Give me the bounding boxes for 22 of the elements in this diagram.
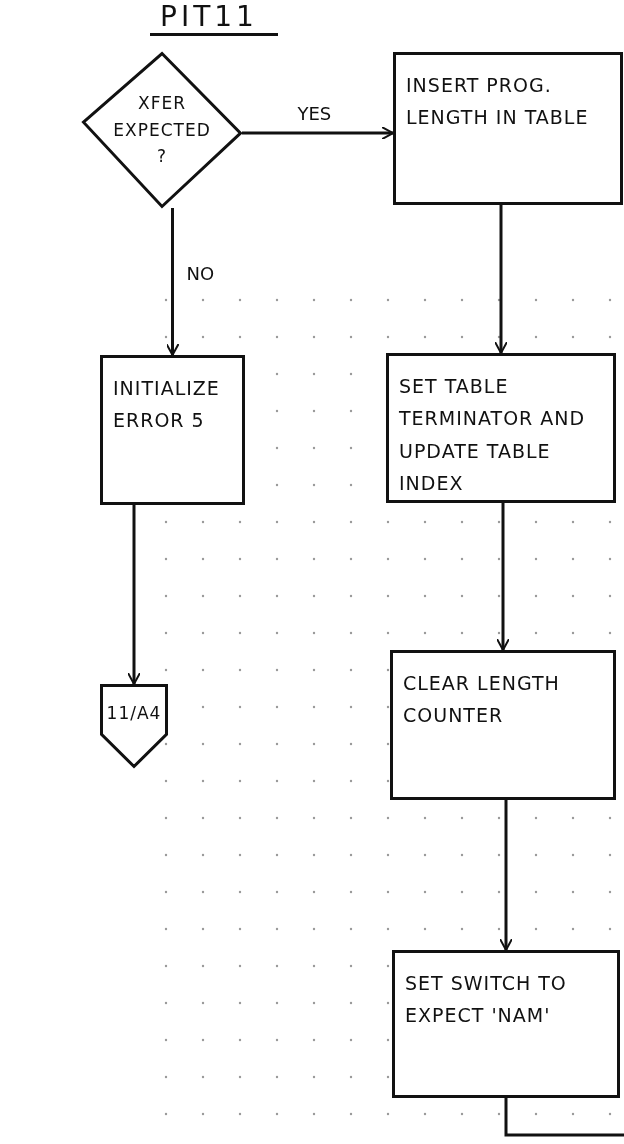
step-text: SET SWITCH TO EXPECT 'NAM' [405,971,568,1029]
step-text: SET TABLE TERMINATOR AND UPDATE TABLE INDEX [399,374,587,496]
arrow [499,800,513,951]
step-text: CLEAR LENGTH COUNTER [403,671,561,729]
process-box [386,353,616,503]
arrow [242,126,394,141]
step-text: INSERT PROG. LENGTH IN TABLE [406,73,590,131]
arrow [496,503,510,651]
process-box [390,650,616,800]
connector-label: 11/A4 [106,702,162,725]
arrow [127,505,141,685]
page-title: PIT11 [150,0,278,36]
process-box [393,52,623,205]
process-box [100,355,245,505]
connector-line [504,1098,624,1137]
arrow [494,205,508,354]
decision-diamond [82,52,242,208]
off-page-connector [100,684,168,768]
step-text: INITIALIZE ERROR 5 [113,376,221,434]
process-box [392,950,620,1098]
step-text: XFER EXPECTED ? [112,92,212,169]
arrow [165,208,180,356]
